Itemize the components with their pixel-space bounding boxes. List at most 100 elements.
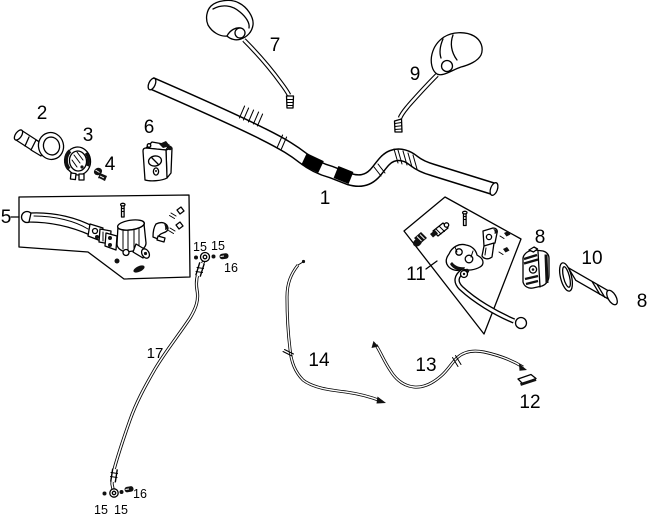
part-label-7: 7 [270,35,281,56]
lever-clamp-bracket [152,221,169,240]
part-3-switch-pod [63,146,92,181]
part-17-brake-hose [102,251,229,498]
gasket [133,265,145,273]
part-label-16-top: 16 [224,261,238,275]
washer-15 [194,255,198,260]
part-4-screw [93,167,107,181]
part-label-1: 1 [320,188,331,209]
pod-dark-ring-right [84,152,91,167]
part-2-grip [13,129,65,161]
cable-arrow-end [376,396,386,404]
leader-line-11 [425,260,438,270]
banjo-eyelet [199,251,211,263]
part-label-14: 14 [308,350,330,371]
cable-arrow-start [371,341,379,348]
housing-clamp [159,141,170,148]
grip-flange-inner [42,136,61,156]
washer-15 [119,490,124,494]
hose-top-fitting [194,251,229,277]
clutch-perch [445,243,484,272]
handlebar-band-left [301,153,324,173]
banjo-fitting [122,248,130,257]
perch-clamp [481,227,498,260]
pod-dark-ring-left [63,149,72,171]
clamp-screw [169,206,185,219]
part-label-8-switch: 8 [535,227,546,248]
part-9-mirror [393,32,483,133]
handlebar-left-end-cap [147,77,157,91]
part-label-16-bottom: 16 [133,487,147,501]
part-1-handlebar [147,77,499,196]
clutch-lever-blade [454,268,528,330]
part-label-15-bottom-left: 15 [94,503,108,517]
mirror-ball-joint [440,59,454,73]
assembly-box-outline [403,196,522,335]
cable-line [285,264,382,403]
part-label-13: 13 [415,355,436,376]
housing-grooves [523,253,539,286]
cable-end-hook [297,261,304,266]
cable-adjuster [430,222,450,238]
mirror-crease [212,5,250,29]
part-label-9: 9 [410,64,421,85]
part-label-17: 17 [147,345,164,362]
throttle-flange [558,262,574,292]
part-label-11: 11 [406,264,426,285]
pivot-bolt [461,210,468,227]
cable-clamp-mark [452,355,462,367]
hose-line [110,260,206,490]
washer-15 [102,491,107,496]
part-label-15-bottom-right: 15 [114,503,128,517]
adjuster-plug [413,232,427,247]
part-5-brake-lever-assembly [10,194,191,280]
banjo-eyelet [109,488,119,498]
part-label-4: 4 [105,154,116,175]
hose-bottom-fitting [102,468,134,498]
housing-top-knob [528,246,539,253]
bolt-head [114,258,120,264]
lever-ball-end [514,316,528,330]
assembly-box-outline [18,194,191,280]
cable-arrow-end [519,363,527,371]
part-label-12: 12 [519,392,540,413]
part-7-mirror [205,0,295,109]
mirror-ball-joint [234,27,246,39]
handlebar-band-right [333,165,354,185]
part-label-6: 6 [144,117,155,138]
mirror-head [430,32,483,76]
part-label-2: 2 [37,103,48,124]
clip-16 [219,253,229,260]
handlebar-right-end-cap [489,182,499,196]
handlebar-knurl-left [238,105,264,127]
pod-tab [78,173,85,181]
cable-clamp-mark [282,349,294,357]
part-label-15-top-left: 15 [193,240,207,254]
clamp-screw [168,221,184,234]
part-13-cable [371,341,527,389]
pod-tab [69,172,77,181]
part-label-8-right: 8 [637,291,648,312]
part-14-cable [282,259,386,404]
throttle-end-cap [606,289,618,306]
part-12-clip [517,373,537,386]
handlebar-ring-marks [276,134,386,177]
part-label-15-top-right: 15 [211,239,225,253]
housing-edge [544,254,549,284]
part-11-clutch-lever-assembly [403,196,528,335]
clip-16 [124,486,134,493]
pivot-bolt [119,202,126,218]
callout-labels: 1 2 3 4 5 6 7 8 8 9 10 11 12 13 14 17 15… [1,35,648,517]
mirror-crease [439,38,444,59]
grip-end-cap [13,129,24,141]
cylinder-clamp [104,232,118,251]
part-10-throttle-grip [558,262,618,306]
clamp-screw [499,231,511,239]
part-6-switch-housing [142,141,173,182]
part-label-5: 5 [1,207,12,228]
part-8-switch-housing [522,246,550,289]
part-label-3: 3 [83,125,94,146]
handlebar-knurl-center [393,148,418,170]
clamp-screw [498,247,510,255]
washer-15 [211,254,216,259]
